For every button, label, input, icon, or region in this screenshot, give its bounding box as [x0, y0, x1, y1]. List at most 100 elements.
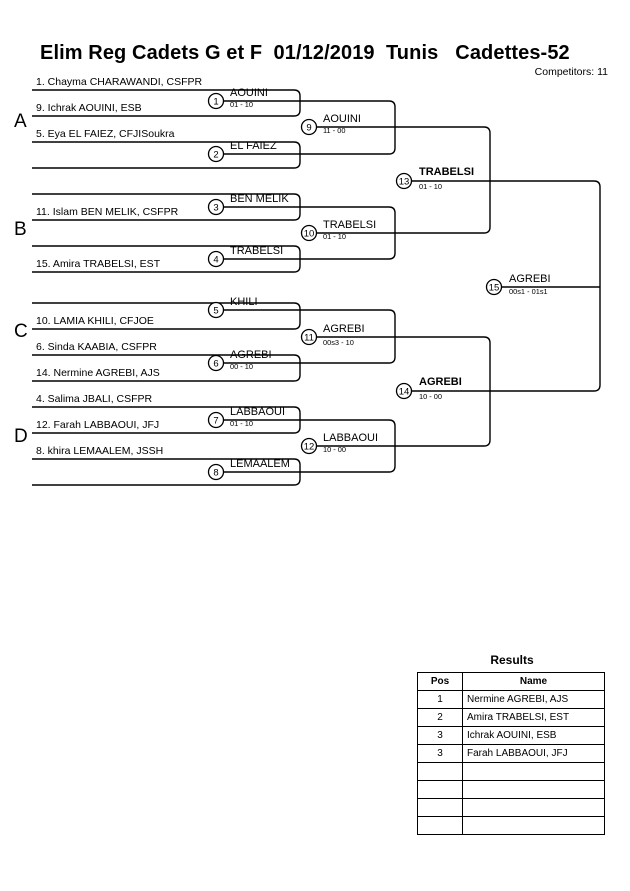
match-winner: TRABELSI [323, 219, 376, 231]
match-number: 11 [304, 332, 314, 343]
match-score: 01 - 10 [419, 182, 442, 191]
match-score: 00s3 - 10 [323, 338, 354, 347]
match-score: 01 - 10 [323, 232, 346, 241]
result-name [462, 762, 605, 781]
match-circle[interactable] [300, 328, 318, 346]
entrant-name: 15. Amira TRABELSI, EST [36, 258, 161, 270]
match-number: 14 [399, 386, 410, 397]
bracket-connector [212, 302, 301, 330]
result-position: 3 [417, 726, 463, 745]
bracket-diagram: 1. Chayma CHARAWANDI, CSFPR 9. Ichrak AOU… [14, 76, 601, 486]
match-circle[interactable] [207, 463, 225, 481]
match-number: 5 [213, 305, 218, 316]
group-label: D [14, 426, 28, 447]
results-col-name: Name [462, 672, 605, 691]
group-label: B [14, 219, 27, 240]
results-title: Results [490, 653, 534, 667]
result-name [462, 816, 605, 835]
table-row [417, 780, 605, 799]
match-circle[interactable] [300, 224, 318, 242]
result-position: 1 [417, 690, 463, 709]
match-number: 3 [213, 202, 218, 213]
competitors-count: Competitors: 11 [534, 66, 608, 78]
result-name: Amira TRABELSI, EST [462, 708, 605, 727]
result-position: 3 [417, 744, 463, 763]
match-circle[interactable] [207, 301, 225, 319]
match-number: 1 [213, 96, 218, 107]
match-score: 01 - 10 [230, 419, 253, 428]
entrant-name: 12. Farah LABBAOUI, JFJ [36, 419, 159, 431]
match-circle[interactable] [207, 145, 225, 163]
match-winner: AOUINI [230, 87, 268, 99]
match-winner: AOUINI [323, 113, 361, 125]
result-position [417, 816, 463, 835]
entrant-name: 4. Salima JBALI, CSFPR [36, 393, 153, 405]
group-label: C [14, 321, 28, 342]
match-circle[interactable] [207, 250, 225, 268]
result-position [417, 798, 463, 817]
match-number: 9 [306, 122, 311, 133]
page-title: Elim Reg Cadets G et F 01/12/2019 Tunis … [40, 42, 570, 64]
match-number: 4 [213, 254, 218, 265]
group-labels: A B C D [14, 111, 28, 447]
match-winner: LABBAOUI [323, 432, 378, 444]
match-number: 10 [304, 228, 315, 239]
match-circle[interactable] [395, 382, 413, 400]
entrant-labels: 1. Chayma CHARAWANDI, CSFPR 9. Ichrak AOU… [36, 76, 202, 457]
match-winner: AGREBI [323, 323, 365, 335]
match-circle[interactable] [395, 172, 413, 190]
results-col-pos: Pos [417, 672, 463, 691]
entrant-name: 10. LAMIA KHILI, CFJOE [36, 315, 154, 327]
match-winner: AGREBI [419, 376, 462, 388]
entrant-name: 6. Sinda KAABIA, CSFPR [36, 341, 157, 353]
result-position [417, 780, 463, 799]
match-circle[interactable] [207, 354, 225, 372]
match-winner: BEN MELIK [230, 193, 289, 205]
entrant-name: 9. Ichrak AOUINI, ESB [36, 102, 142, 114]
result-name [462, 798, 605, 817]
match-score: 00 - 10 [230, 362, 253, 371]
entrant-name: 14. Nermine AGREBI, AJS [36, 367, 160, 379]
match-score: 00s1 - 01s1 [509, 287, 548, 296]
match-circle[interactable] [207, 92, 225, 110]
match-winner: KHILI [230, 296, 258, 308]
table-row [417, 816, 605, 835]
result-name [462, 780, 605, 799]
match-number: 2 [213, 149, 218, 160]
results-header-row: Pos Name [417, 672, 605, 691]
result-position [417, 762, 463, 781]
match-score: 10 - 00 [419, 392, 442, 401]
bracket-connector [212, 89, 301, 117]
entrant-name: 5. Eya EL FAIEZ, CFJISoukra [36, 128, 175, 140]
bracket-connector [212, 354, 301, 382]
entrant-name: 11. Islam BEN MELIK, CSFPR [36, 206, 179, 218]
match-winner: AGREBI [230, 349, 272, 361]
match-circle[interactable] [207, 198, 225, 216]
match-winner: TRABELSI [230, 245, 283, 257]
match-circle[interactable] [485, 278, 503, 296]
entrant-name: 8. khira LEMAALEM, JSSH [36, 445, 163, 457]
bracket-connectors [212, 89, 601, 486]
entrant-name: 1. Chayma CHARAWANDI, CSFPR [36, 76, 202, 88]
result-position: 2 [417, 708, 463, 727]
match-winner: LEMAALEM [230, 458, 290, 470]
match-circle[interactable] [300, 118, 318, 136]
match-winner: LABBAOUI [230, 406, 285, 418]
match-number: 8 [213, 467, 218, 478]
match-winner: AGREBI [509, 273, 551, 285]
match-circle[interactable] [300, 437, 318, 455]
entrant-slot-lines [32, 89, 212, 486]
match-circle[interactable] [207, 411, 225, 429]
group-label: A [14, 111, 27, 132]
match-score: 10 - 00 [323, 445, 346, 454]
match-score: 01 - 10 [230, 100, 253, 109]
match-winner: TRABELSI [419, 166, 474, 178]
match-number: 12 [304, 441, 315, 452]
match-winner: EL FAIEZ [230, 140, 277, 152]
